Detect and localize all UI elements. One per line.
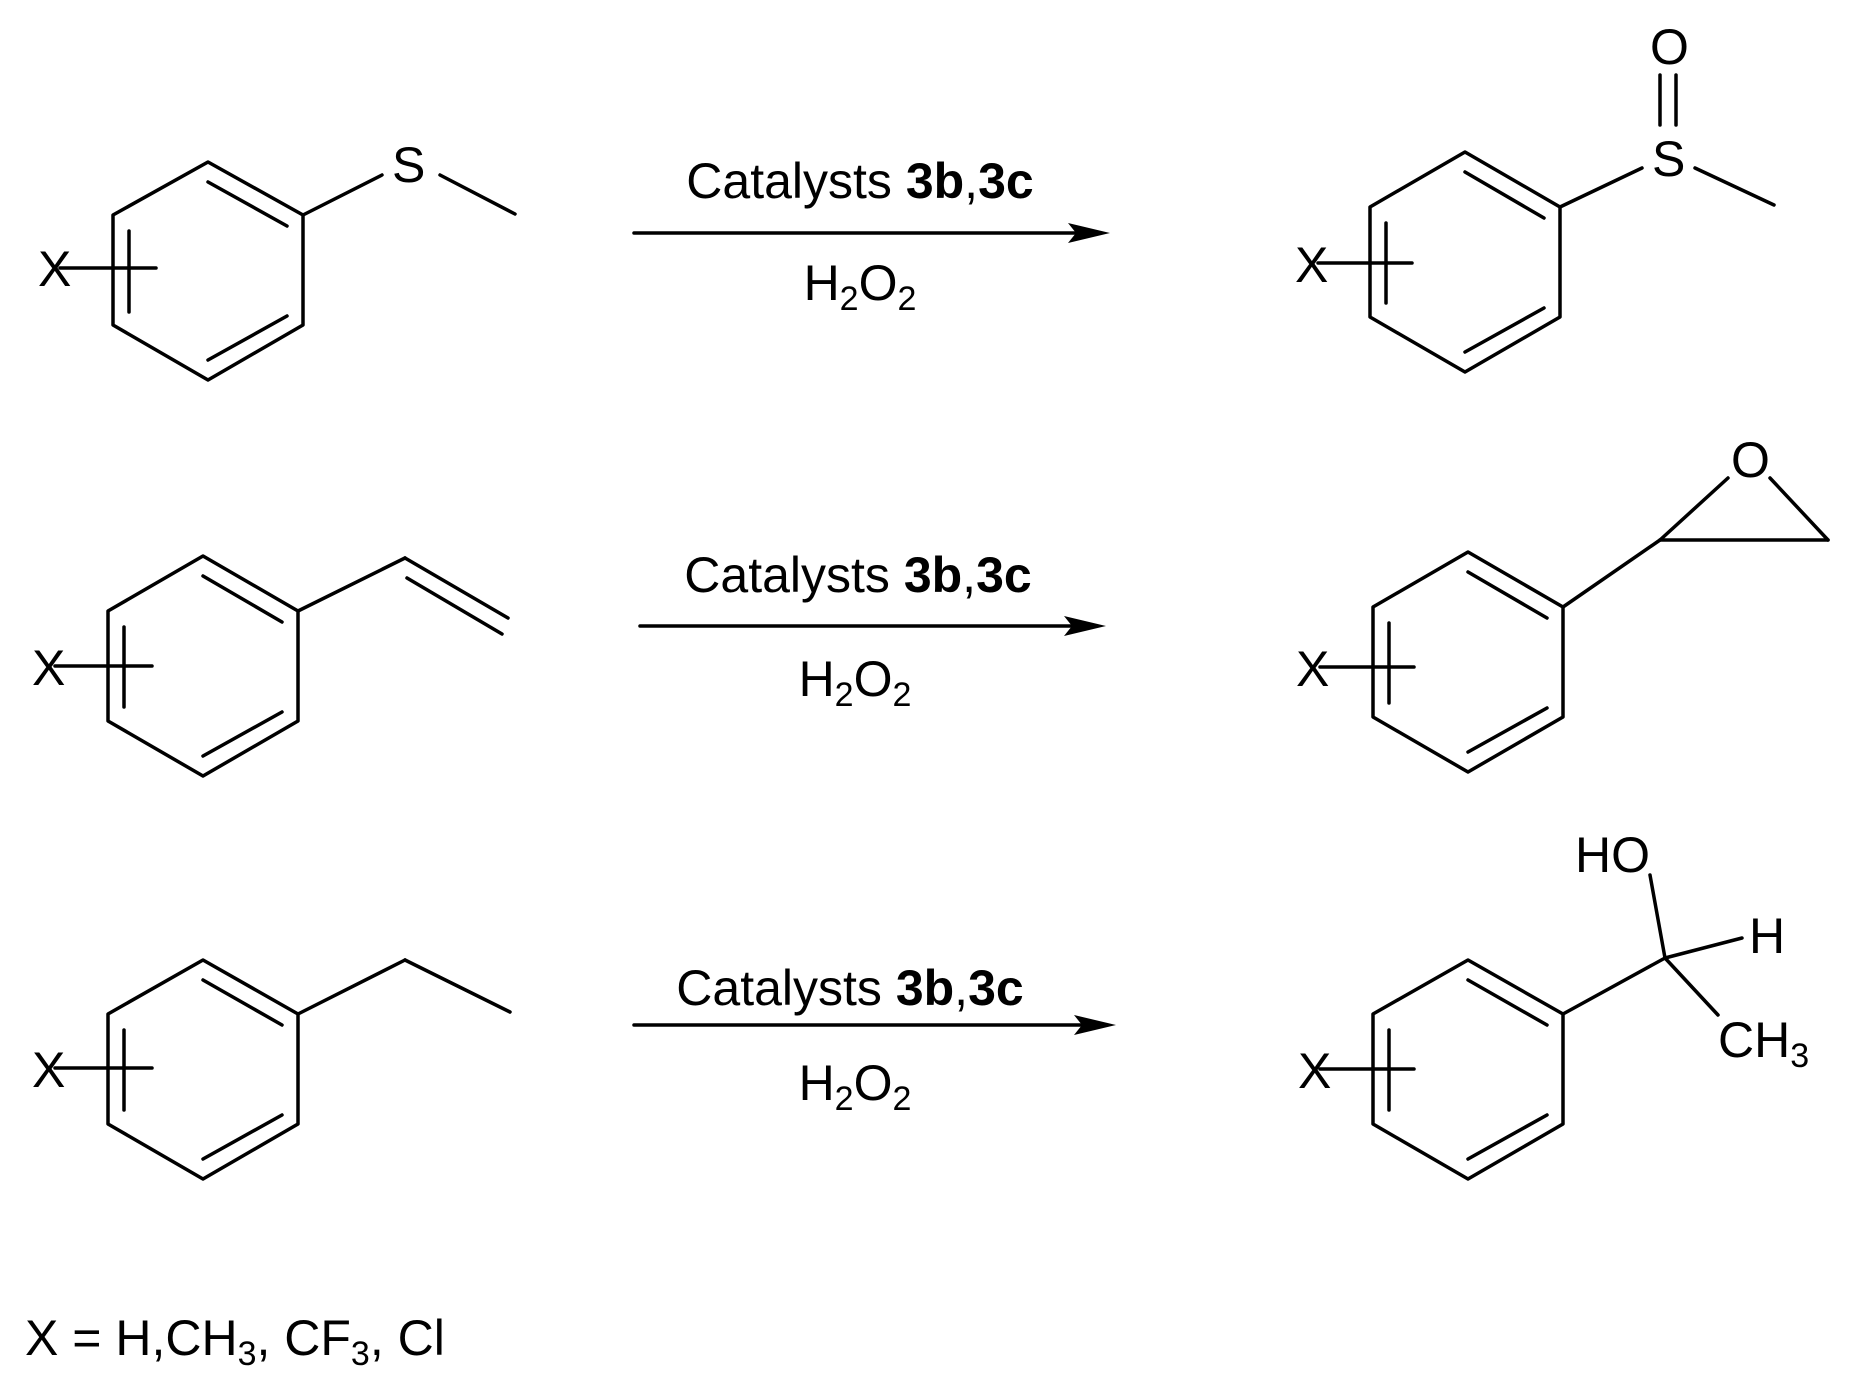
hydroxyl-label: HO xyxy=(1575,827,1650,883)
methyl-label: CH3 xyxy=(1718,1012,1809,1075)
sulfur-atom-label: S xyxy=(1652,131,1685,187)
product-phenylethanol: X HO H CH3 xyxy=(1298,827,1809,1181)
catalyst-label-1: Catalysts 3b,3c xyxy=(686,153,1033,209)
hydrogen-atom-label: H xyxy=(1749,908,1785,964)
sulfur-atom-label: S xyxy=(392,137,425,193)
product-epoxide: X O xyxy=(1296,432,1830,774)
reaction-arrow-3: Catalysts 3b,3c H2O2 xyxy=(632,960,1116,1118)
reactant-styrene: X xyxy=(32,554,510,778)
reactant-thioanisole: X S xyxy=(38,137,517,382)
oxidant-label-1: H2O2 xyxy=(804,255,917,318)
reaction-arrow-2: Catalysts 3b,3c H2O2 xyxy=(638,547,1106,714)
oxidant-label-2: H2O2 xyxy=(799,651,912,714)
substituent-x-label: X xyxy=(38,241,71,297)
reaction-arrow-1: Catalysts 3b,3c H2O2 xyxy=(632,153,1110,318)
substituent-x-label: X xyxy=(32,1042,65,1098)
substituent-definition: X = H,CH3, CF3, Cl xyxy=(25,1310,445,1373)
substituent-x-label: X xyxy=(1296,641,1329,697)
product-sulfoxide: X S O xyxy=(1295,19,1776,374)
catalyst-label-2: Catalysts 3b,3c xyxy=(684,547,1031,603)
substituent-x-label: X xyxy=(1298,1043,1331,1099)
reactant-ethylbenzene: X xyxy=(32,958,512,1181)
oxygen-atom-label: O xyxy=(1731,432,1770,488)
substituent-x-label: X xyxy=(32,640,65,696)
oxidant-label-3: H2O2 xyxy=(799,1055,912,1118)
substituent-x-label: X xyxy=(1295,237,1328,293)
catalyst-label-3: Catalysts 3b,3c xyxy=(676,960,1023,1016)
oxygen-atom-label: O xyxy=(1650,19,1689,75)
